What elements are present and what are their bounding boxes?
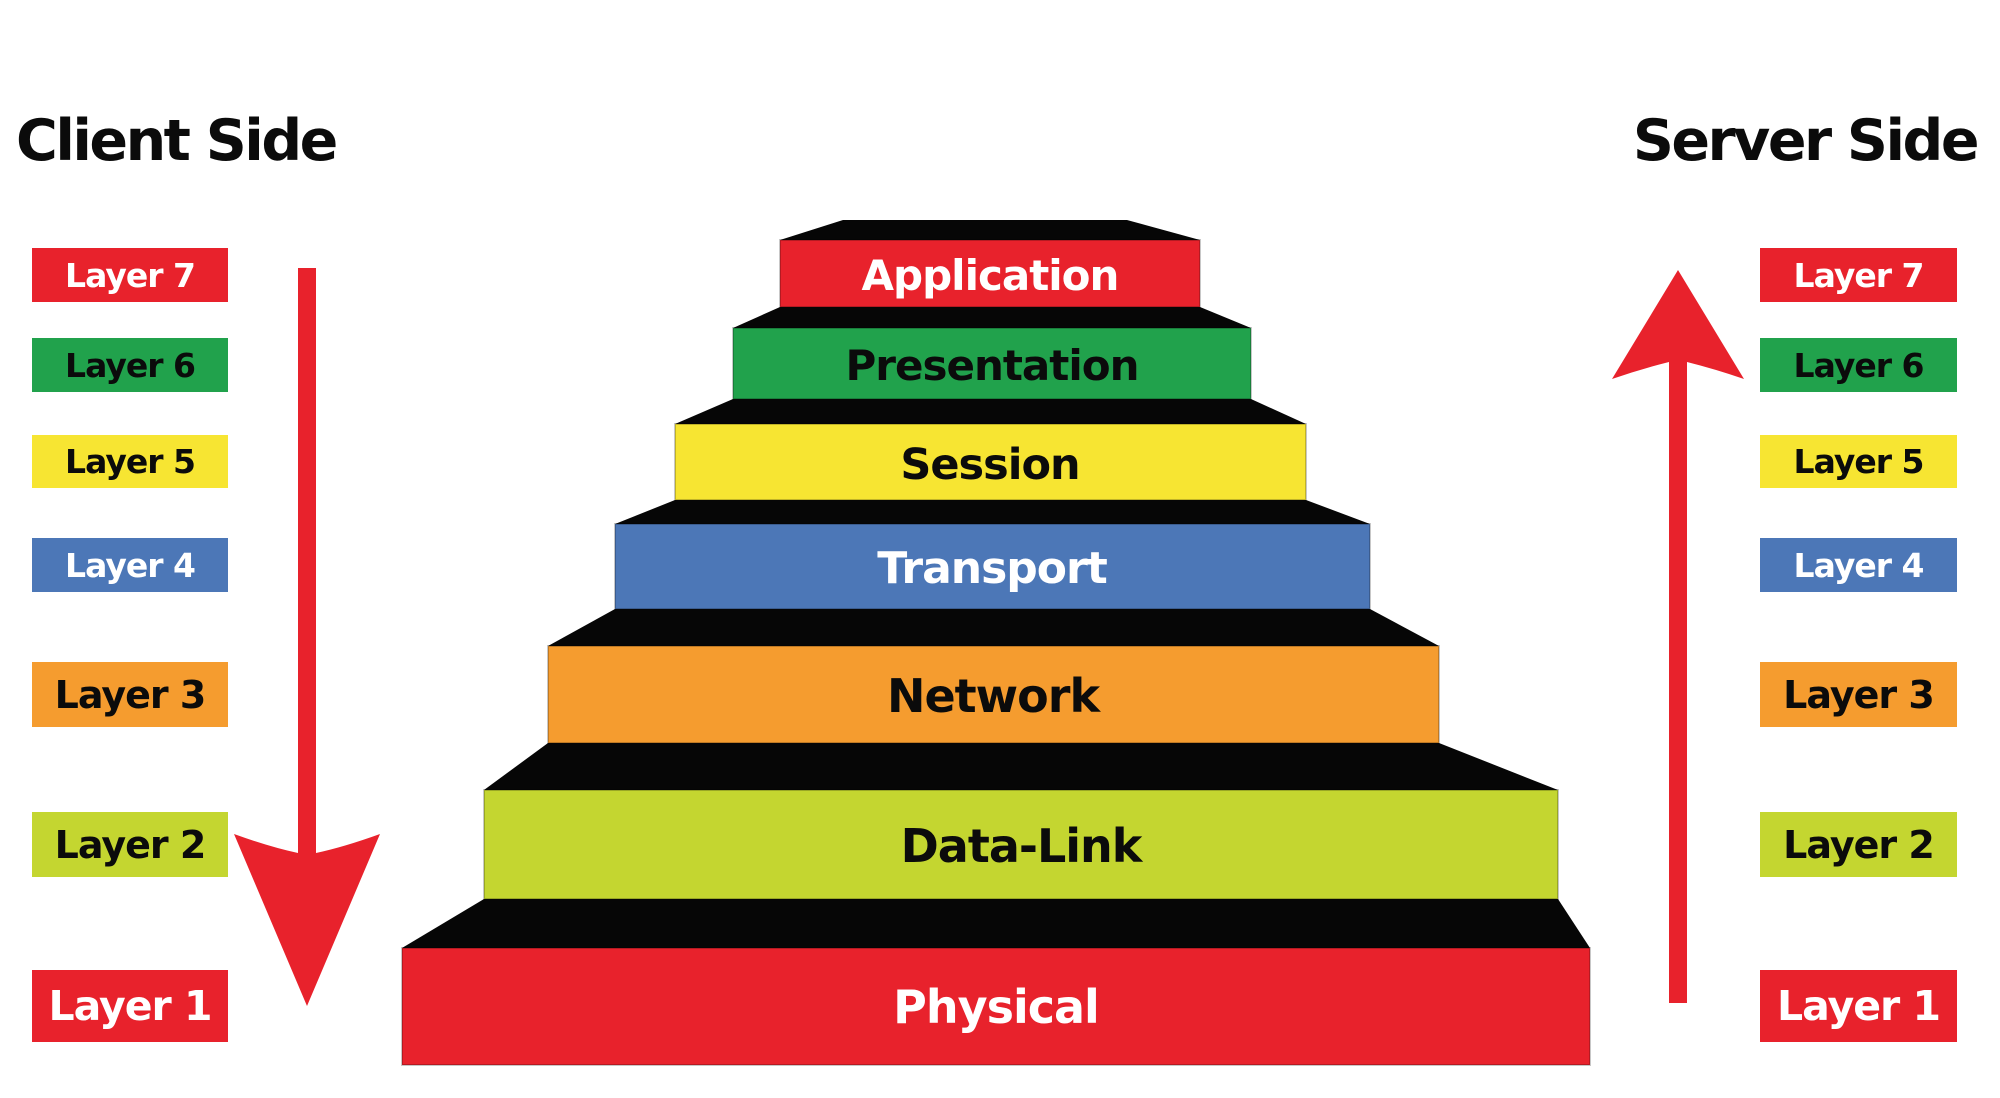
step-top-face (780, 220, 1200, 240)
client-layer-box-6: Layer 6 (32, 338, 228, 392)
step-front-face (614, 523, 1371, 610)
step-top-face (615, 500, 1370, 524)
server-layer-box-1: Layer 1 (1760, 970, 1957, 1042)
pyramid-step-physical: Physical (401, 899, 1591, 1066)
server-layer-box-2: Layer 2 (1760, 812, 1957, 877)
pyramid-step-presentation: Presentation (732, 307, 1252, 400)
client-layer-box-1: Layer 1 (32, 970, 228, 1042)
step-top-face (548, 609, 1439, 646)
client-side-title: Client Side (16, 108, 338, 174)
pyramid-step-network: Network (547, 609, 1440, 744)
client-layer-box-2: Layer 2 (32, 812, 228, 877)
pyramid-step-label: Physical (893, 980, 1099, 1034)
server-side-title: Server Side (1632, 108, 1980, 174)
server-layer-box-6: Layer 6 (1760, 338, 1957, 392)
pyramid-step-label: Network (887, 669, 1101, 723)
client-layer-box-5: Layer 5 (32, 435, 228, 488)
step-front-face (547, 645, 1440, 744)
client-layer-box-7: Layer 7 (32, 248, 228, 302)
pyramid-step-label: Session (900, 440, 1079, 490)
pyramid-step-data-link: Data-Link (483, 743, 1559, 900)
client-layer-box-3: Layer 3 (32, 662, 228, 727)
pyramid-step-label: Data-Link (901, 819, 1144, 873)
step-front-face (483, 789, 1559, 900)
server-up-arrow-icon (1612, 270, 1744, 1003)
step-top-face (733, 307, 1251, 328)
client-layer-box-4: Layer 4 (32, 538, 228, 592)
pyramid-step-label: Transport (877, 543, 1108, 594)
step-front-face (401, 947, 1591, 1066)
step-top-face (402, 899, 1590, 948)
server-layer-box-4: Layer 4 (1760, 538, 1957, 592)
pyramid-step-application: Application (779, 220, 1201, 308)
client-down-arrow-icon (234, 268, 380, 1006)
pyramid-step-transport: Transport (614, 500, 1371, 610)
step-top-face (675, 399, 1306, 424)
server-layer-box-5: Layer 5 (1760, 435, 1957, 488)
server-layer-box-3: Layer 3 (1760, 662, 1957, 727)
server-layer-box-7: Layer 7 (1760, 248, 1957, 302)
step-front-face (732, 327, 1252, 400)
pyramid-step-session: Session (674, 399, 1307, 501)
pyramid-step-label: Presentation (845, 341, 1138, 390)
pyramid-step-label: Application (862, 251, 1119, 300)
step-front-face (779, 239, 1201, 308)
step-top-face (484, 743, 1558, 790)
